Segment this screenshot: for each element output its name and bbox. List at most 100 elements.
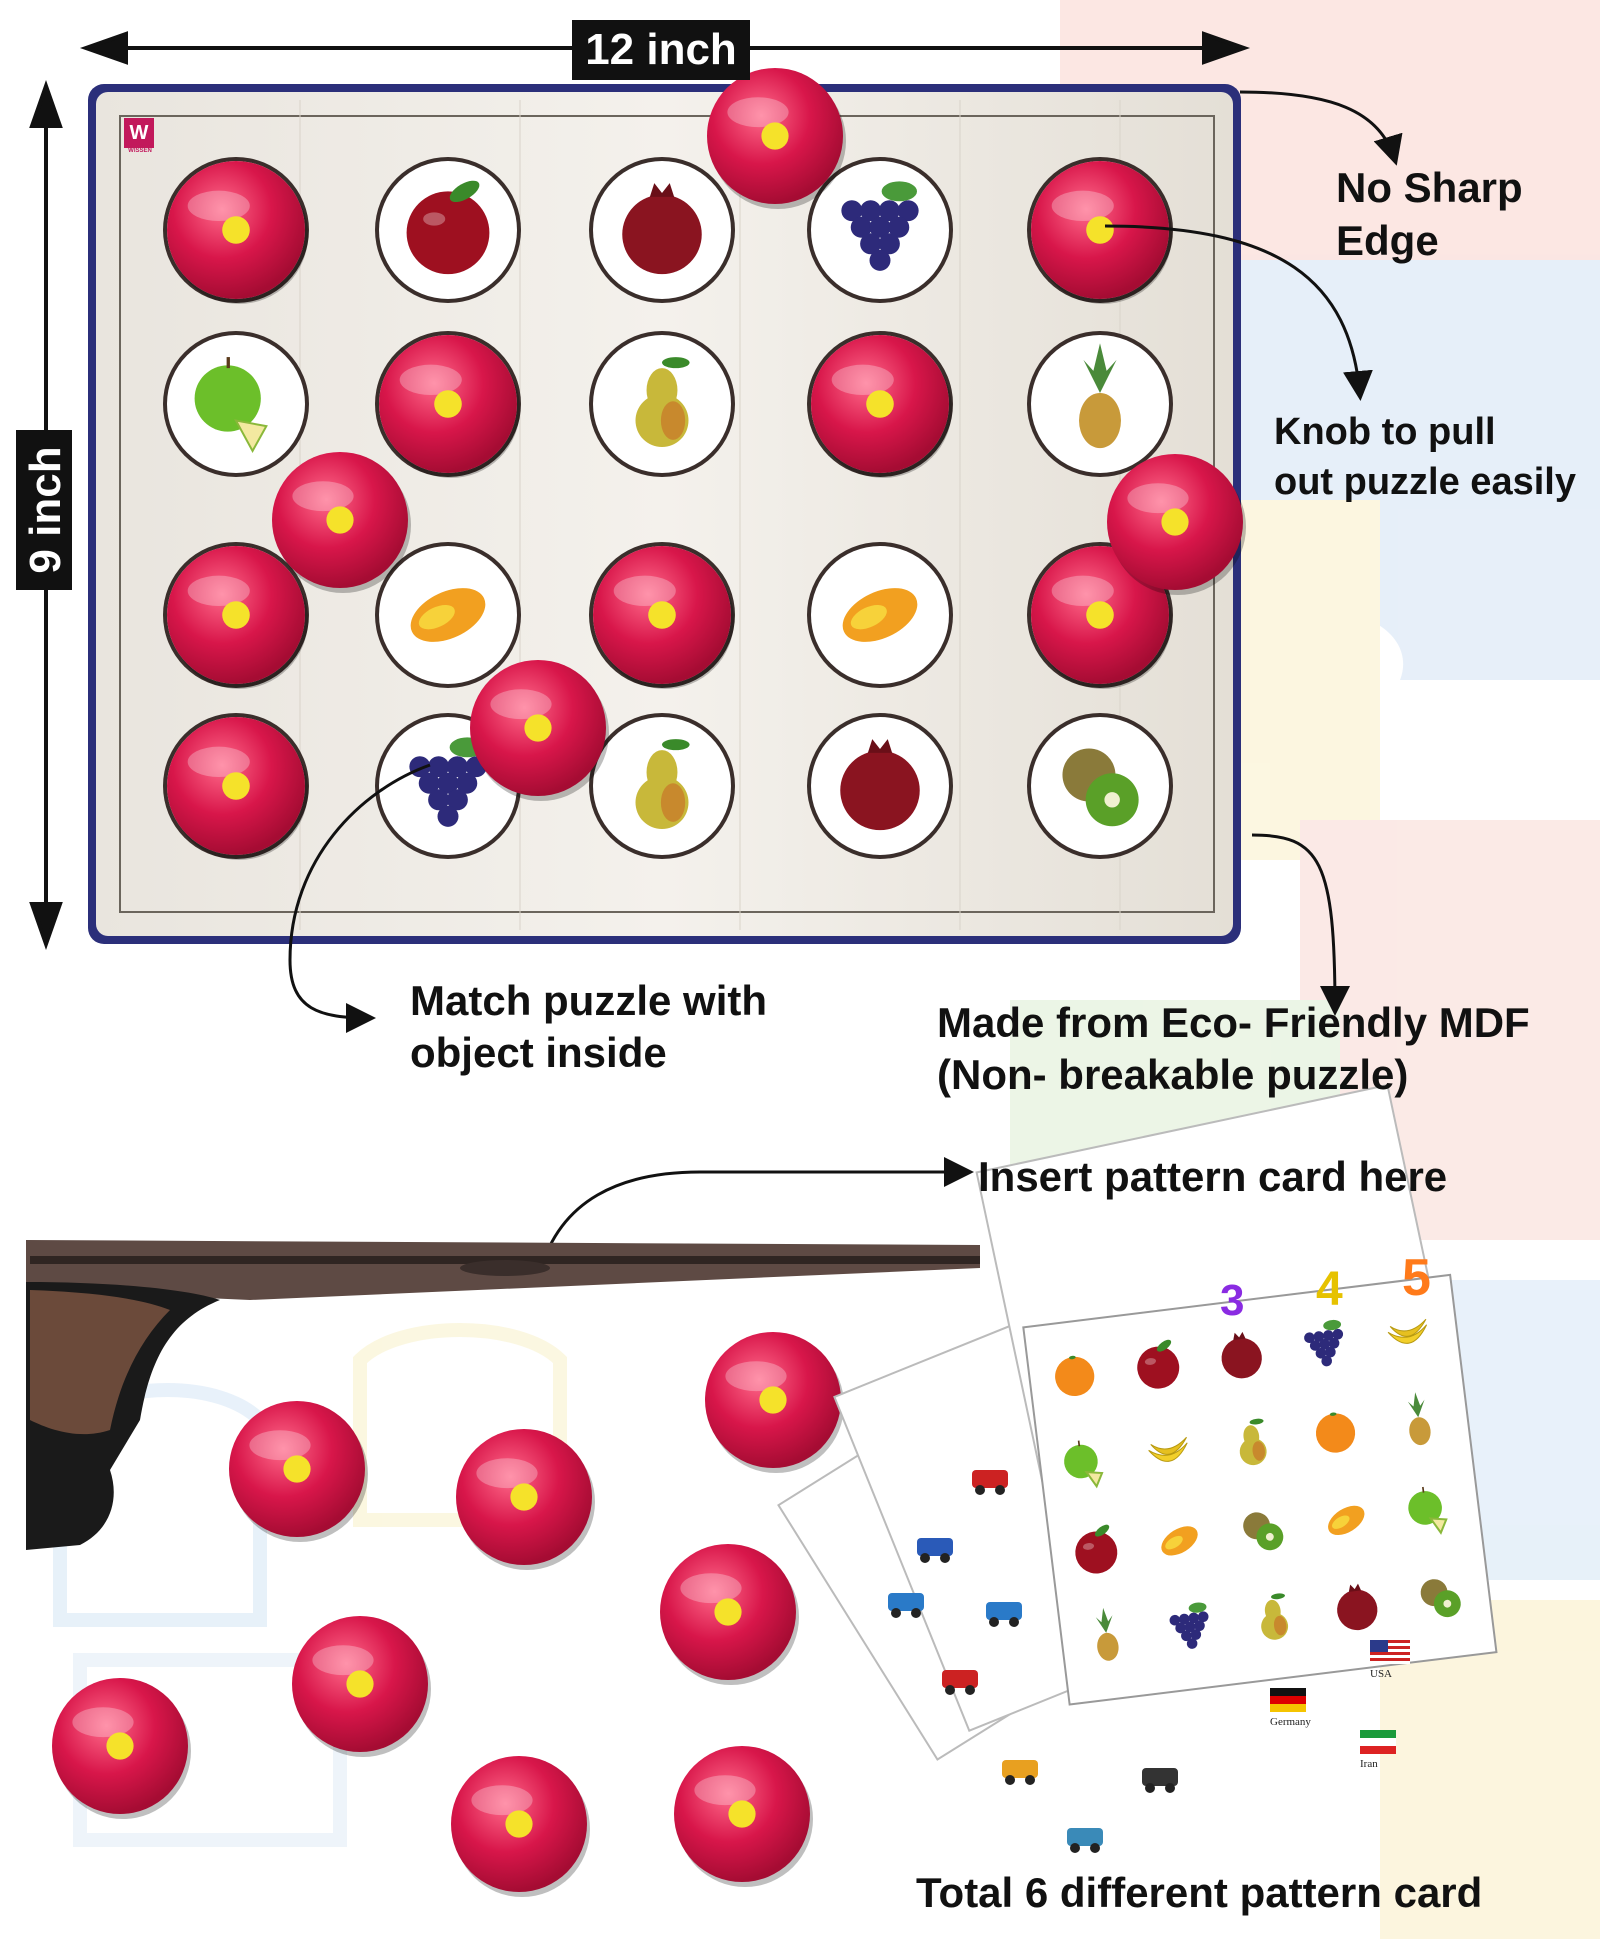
pull-knob bbox=[222, 601, 250, 629]
flag-label-iran: Iran bbox=[1360, 1758, 1378, 1770]
inserted-puzzle-piece bbox=[167, 161, 308, 304]
pull-knob bbox=[283, 1455, 311, 1483]
pull-knob bbox=[728, 1800, 756, 1828]
board-slot[interactable] bbox=[163, 331, 309, 477]
pull-knob bbox=[761, 122, 789, 150]
scattered-puzzle-piece bbox=[674, 1746, 813, 1887]
inserted-puzzle-piece bbox=[167, 546, 308, 689]
mango-icon bbox=[1328, 1505, 1365, 1536]
board-slot[interactable] bbox=[589, 157, 735, 303]
material-callout-line bbox=[1251, 833, 1350, 1016]
pull-knob bbox=[759, 1386, 787, 1414]
board-slot[interactable] bbox=[807, 713, 953, 859]
digit-4: 4 bbox=[1316, 1263, 1343, 1316]
board-slot[interactable] bbox=[807, 157, 953, 303]
knob-callout-line1: Knob to pull bbox=[1274, 411, 1496, 453]
inserted-puzzle-piece bbox=[1031, 161, 1172, 304]
puzzle-slots bbox=[163, 157, 1173, 860]
green-apple-icon bbox=[194, 357, 268, 453]
match-callout-line bbox=[288, 763, 431, 1033]
vehicle-icon bbox=[1067, 1828, 1103, 1853]
pull-knob bbox=[524, 714, 552, 742]
match-callout-line2: object inside bbox=[410, 1029, 667, 1076]
grapes-icon bbox=[1169, 1602, 1209, 1649]
apple-icon bbox=[1137, 1339, 1180, 1389]
vehicle-icon bbox=[917, 1538, 953, 1563]
knob-callout-line bbox=[1104, 224, 1373, 401]
pull-knob bbox=[346, 1670, 374, 1698]
grapes-icon bbox=[841, 181, 919, 271]
board-slot[interactable] bbox=[375, 157, 521, 303]
apple-icon bbox=[406, 180, 490, 275]
pull-knob bbox=[714, 1598, 742, 1626]
digit-3: 3 bbox=[1220, 1276, 1245, 1325]
pear-icon bbox=[1239, 1418, 1267, 1466]
material-callout-line1: Made from Eco- Friendly MDF bbox=[937, 999, 1530, 1046]
tray-side-view bbox=[26, 1240, 980, 1550]
scattered-puzzle-piece bbox=[451, 1756, 590, 1897]
pull-knob bbox=[106, 1732, 134, 1760]
board-slot[interactable] bbox=[1027, 157, 1173, 304]
edge-callout-line bbox=[1239, 90, 1403, 166]
pull-knob bbox=[510, 1483, 538, 1511]
board-slot[interactable] bbox=[163, 157, 309, 304]
kiwi-icon bbox=[1243, 1512, 1284, 1551]
orange-icon bbox=[1055, 1355, 1095, 1397]
pear-icon bbox=[1261, 1593, 1289, 1640]
mango-icon bbox=[1161, 1526, 1198, 1556]
pomegranate-icon bbox=[622, 183, 702, 275]
board-slot[interactable] bbox=[589, 331, 735, 477]
board-slot[interactable] bbox=[163, 713, 309, 860]
kiwi-icon bbox=[1420, 1579, 1461, 1618]
board-slot[interactable] bbox=[1027, 542, 1173, 689]
loose-puzzle-piece bbox=[470, 660, 609, 801]
flag-germany: Germany bbox=[1270, 1688, 1311, 1730]
mango-icon bbox=[842, 588, 918, 642]
board-slot[interactable] bbox=[1027, 331, 1173, 477]
pull-knob bbox=[1086, 601, 1114, 629]
board-slot[interactable] bbox=[807, 542, 953, 688]
pomegranate-icon bbox=[1337, 1583, 1378, 1631]
match-callout-line1: Match puzzle with bbox=[410, 977, 767, 1024]
pull-knob bbox=[326, 506, 354, 534]
scattered-puzzle-pieces bbox=[52, 1332, 844, 1897]
loose-puzzle-pieces bbox=[272, 68, 1246, 801]
inserted-puzzle-piece bbox=[167, 717, 308, 860]
inserted-puzzle-piece bbox=[1031, 546, 1172, 689]
edge-callout-line2: Edge bbox=[1336, 217, 1439, 264]
board-slot[interactable] bbox=[807, 331, 953, 478]
board-slot[interactable] bbox=[163, 542, 309, 689]
board-slot[interactable] bbox=[589, 713, 735, 859]
inserted-puzzle-piece bbox=[593, 546, 734, 689]
scattered-puzzle-piece bbox=[292, 1616, 431, 1757]
green-apple-icon bbox=[1064, 1440, 1104, 1489]
mango-icon bbox=[410, 588, 486, 642]
brand-logo-text: WISSEN bbox=[128, 148, 152, 154]
flag-label-germany: Germany bbox=[1270, 1716, 1311, 1728]
loose-puzzle-piece bbox=[707, 68, 846, 209]
banana-icon bbox=[1148, 1436, 1188, 1462]
pull-knob bbox=[505, 1810, 533, 1838]
brand-logo: W WISSEN bbox=[124, 118, 156, 162]
flag-label-usa: USA bbox=[1370, 1668, 1393, 1680]
transport-card-icons bbox=[888, 1470, 1178, 1853]
height-label: 9 inch bbox=[16, 430, 72, 590]
pineapple-icon bbox=[1079, 343, 1121, 449]
pineapple-icon bbox=[1407, 1392, 1431, 1446]
edge-callout-line1: No Sharp bbox=[1336, 164, 1523, 211]
board-slot[interactable] bbox=[375, 542, 521, 688]
pineapple-icon bbox=[1095, 1607, 1119, 1661]
board-slot[interactable] bbox=[375, 331, 521, 478]
knob-callout-line2: out puzzle easily bbox=[1274, 461, 1576, 503]
kiwi-icon bbox=[1062, 748, 1139, 827]
banana-icon bbox=[1387, 1318, 1428, 1344]
board-slot[interactable] bbox=[1027, 713, 1173, 859]
pear-icon bbox=[635, 739, 690, 830]
vehicle-icon bbox=[888, 1593, 924, 1618]
pull-knob bbox=[648, 601, 676, 629]
inserted-puzzle-piece bbox=[379, 335, 520, 478]
scattered-puzzle-piece bbox=[705, 1332, 844, 1473]
number-card-digits: 3 4 5 bbox=[1140, 1249, 1460, 1325]
board-slot[interactable] bbox=[589, 542, 735, 689]
